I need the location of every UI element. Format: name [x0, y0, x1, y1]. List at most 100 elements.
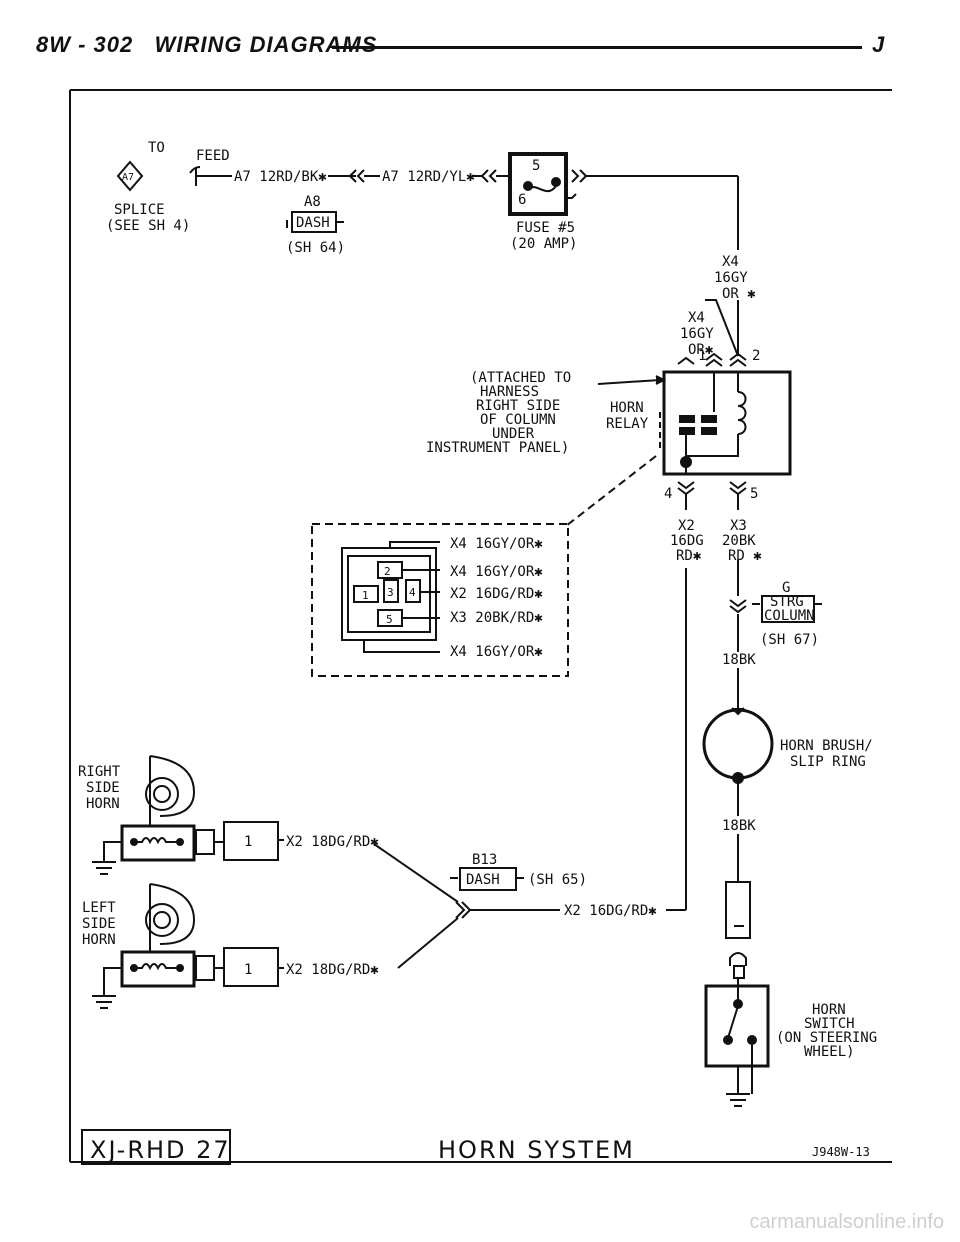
footer-id-box: [81, 1129, 231, 1165]
strg-column-box: [761, 595, 815, 623]
x2-relay-circuit: X2: [678, 518, 695, 534]
x3-relay-color: RD ✱: [728, 548, 762, 564]
page-header: 8W - 302 WIRING DIAGRAMS: [36, 32, 377, 58]
relay-contact-b: [679, 427, 695, 435]
horn-switch-plug-pin: [733, 965, 745, 979]
horn-switch-plug-icon: [729, 952, 747, 966]
right-horn-line-1: RIGHT: [78, 764, 121, 780]
horn-switch-connector: [725, 881, 751, 939]
right-horn-bell-inner: [153, 785, 171, 803]
dash-a8-ref: A8: [304, 194, 321, 210]
left-horn-wire: X2 18DG/RD✱: [286, 962, 379, 978]
right-horn-connector: [195, 829, 215, 855]
cavity-5-label: 5: [386, 613, 393, 626]
fuse-box: [508, 152, 568, 216]
relay-coil-return: [686, 434, 739, 457]
footer-code: J948W-13: [812, 1145, 870, 1159]
relay-coil-icon: [737, 391, 747, 435]
horn-switch-line-2: SWITCH: [804, 1016, 855, 1032]
wire-a7-yl: A7 12RD/YL✱: [382, 169, 475, 185]
cavity-1-label: 1: [362, 589, 369, 602]
dash-b13-ref: B13: [472, 852, 497, 868]
left-horn-coil-icon: [130, 963, 180, 971]
left-horn-line-1: LEFT: [82, 900, 116, 916]
relay-name-1: HORN: [610, 400, 644, 416]
pin2-terminal-icon: [729, 352, 747, 367]
horn-brush-line-2: SLIP RING: [790, 754, 866, 770]
left-horn-ground-icon: [92, 967, 122, 1009]
slip-ring-bottom-dot: [732, 772, 744, 784]
x2-relay-color: RD✱: [676, 548, 702, 564]
fuse-name: FUSE #5: [516, 220, 575, 236]
left-horn-term-b: [176, 964, 184, 972]
x4-inner-gauge: 16GY: [680, 326, 714, 342]
conn-wire-2: X4 16GY/OR✱: [450, 564, 543, 580]
wire-18bk-bottom: 18BK: [722, 818, 756, 834]
x4-inner-circuit: X4: [688, 310, 705, 326]
right-horn-coil-icon: [130, 837, 180, 845]
fuse-terminal-a-icon: [523, 181, 533, 191]
cavity-3-label: 3: [387, 586, 394, 599]
feed-wire-start: [189, 166, 232, 186]
attached-leader: [597, 379, 661, 385]
x4-outer-color: OR ✱: [722, 286, 756, 302]
conn-wire-1: X4 16GY/OR✱: [450, 536, 543, 552]
cav1-lead: [363, 640, 440, 653]
right-horn-term-b: [176, 838, 184, 846]
x2-main-wire-label: X2 16DG/RD✱: [564, 903, 657, 919]
x4-jumper-wire: [705, 299, 739, 357]
right-horn-wire: [373, 843, 459, 903]
fuse-terminal-b-icon: [551, 177, 561, 187]
splice-code: A7: [122, 172, 134, 183]
dash-b13-name: DASH: [466, 872, 500, 888]
x3-relay-gauge: 20BK: [722, 533, 756, 549]
page-ref: 8W - 302: [36, 32, 134, 57]
attached-line-6: INSTRUMENT PANEL): [426, 440, 569, 456]
header-rule: [332, 46, 862, 49]
relay-contact-c: [701, 415, 717, 423]
x4-outer-gauge: 16GY: [714, 270, 748, 286]
splice-sheet: (SEE SH 4): [106, 218, 190, 234]
strg-col-sheet: (SH 67): [760, 632, 819, 648]
fuse-pin6-lead: [566, 193, 577, 199]
dash-b13-sheet: (SH 65): [528, 872, 587, 888]
fuse-rating: (20 AMP): [510, 236, 577, 252]
relay-splice-dot: [680, 456, 692, 468]
relay-pin-4: 4: [664, 486, 672, 502]
fuse-connector-icon: [480, 169, 497, 183]
left-horn-wire: [397, 917, 459, 969]
horn-switch-line-1: HORN: [812, 1002, 846, 1018]
page-section-title: WIRING DIAGRAMS: [154, 32, 378, 57]
x4-outer-circuit: X4: [722, 254, 739, 270]
cavity-1: [353, 585, 379, 603]
right-horn-ground-icon: [92, 841, 122, 875]
strg-col-ref: G: [782, 580, 790, 596]
fuse-out-connector-icon: [571, 169, 588, 183]
relay-pin-2: 2: [752, 348, 760, 364]
horn-switch-line-4: WHEEL): [804, 1044, 855, 1060]
fuse-pin-5: 5: [532, 158, 540, 174]
footer-system-title: HORN SYSTEM: [438, 1136, 635, 1164]
feed-to-label: TO: [148, 140, 165, 156]
pin4-terminal-icon: [677, 481, 695, 496]
relay-pin-5: 5: [750, 486, 758, 502]
connector-view-frame: [311, 523, 569, 677]
right-horn-line-3: HORN: [86, 796, 120, 812]
horn-relay-box: [662, 370, 792, 476]
conn-wire-4: X3 20BK/RD✱: [450, 610, 543, 626]
attached-line-4: OF COLUMN: [480, 412, 556, 428]
attached-line-2: HARNESS: [480, 384, 539, 400]
strg-col-terminal-icon: [729, 599, 747, 614]
right-horn-wire: X2 18DG/RD✱: [286, 834, 379, 850]
switch-blade: [727, 1005, 739, 1039]
connector-view-leader: [565, 455, 657, 527]
relay-name-2: RELAY: [606, 416, 649, 432]
inline-connector-icon: [348, 169, 365, 183]
pin3-terminal-icon: [677, 356, 695, 365]
feed-label: FEED: [196, 148, 230, 164]
left-horn-bell-inner: [153, 911, 171, 929]
cavity-3: [383, 579, 399, 603]
cav-lead-top: [389, 541, 440, 548]
dash-a8-name: DASH: [296, 215, 330, 231]
